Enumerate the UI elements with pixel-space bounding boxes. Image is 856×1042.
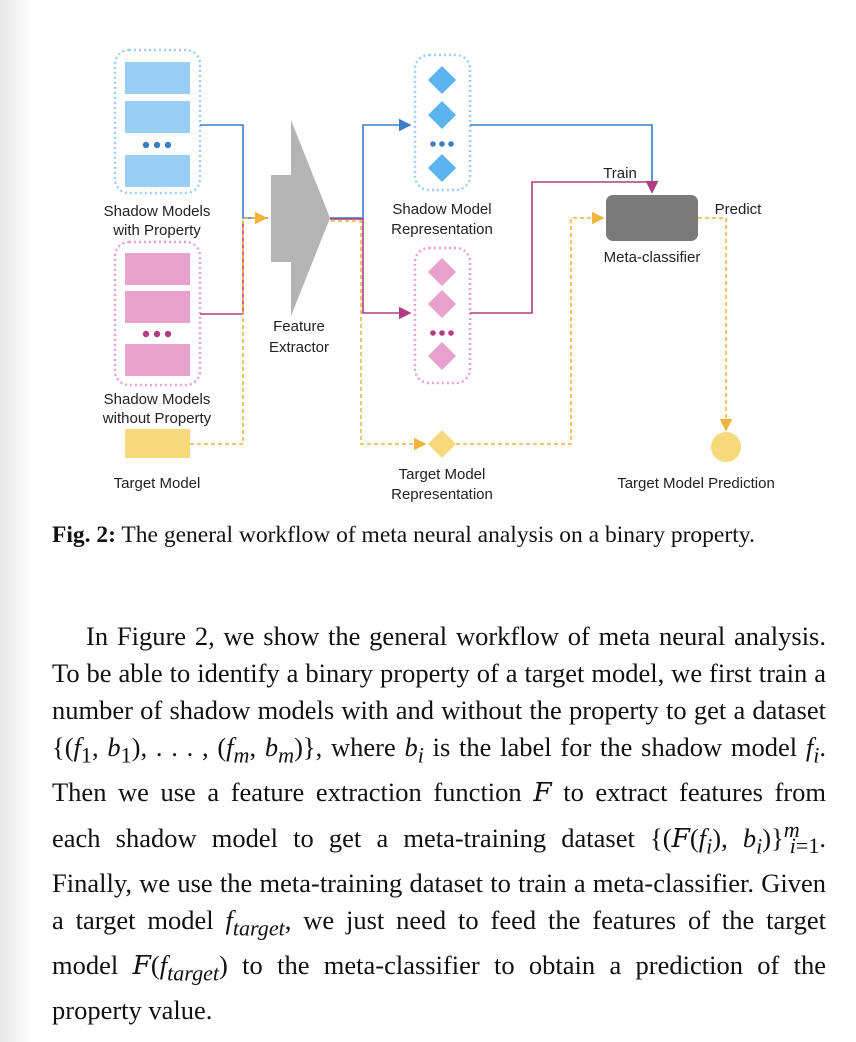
shadow-models-without-property xyxy=(113,240,202,387)
paragraph-segment-5: to extract features from each shadow mod… xyxy=(52,776,826,853)
label-meta-classifier: Meta-classifier xyxy=(604,249,701,266)
paragraph-segment-7: , we just need to feed the features of t… xyxy=(52,904,826,980)
line-target-to-extractor xyxy=(190,211,268,445)
workflow-figure: Shadow Models with Property Shadow Model… xyxy=(0,0,856,512)
label-shadow-without-2: without Property xyxy=(102,410,212,427)
target-prediction-circle xyxy=(711,432,741,462)
body-paragraph: In Figure 2, we show the general workflo… xyxy=(52,621,827,1026)
line-shadow-repr-to-meta-blue xyxy=(470,124,659,194)
line-extractor-to-target-repr xyxy=(331,220,427,451)
shadow-repr-with-property xyxy=(413,53,472,192)
label-shadow-with-2: with Property xyxy=(112,222,201,239)
label-shadow-with-1: Shadow Models xyxy=(104,203,211,220)
paragraph-segment-1: In Figure 2, we show the general workflo… xyxy=(52,621,826,725)
meta-classifier-box xyxy=(606,195,698,241)
caption-label: Fig. 2: xyxy=(52,522,116,548)
workflow-diagram: Shadow Models with Property Shadow Model… xyxy=(102,48,775,503)
label-shadow-without-1: Shadow Models xyxy=(104,391,211,408)
paragraph-segment-3: is the label for the shadow model xyxy=(423,731,806,762)
page-edge xyxy=(0,0,30,1042)
paragraph-segment-4: . Then we use a feature extraction funct… xyxy=(52,731,826,807)
label-feature-extractor-2: Extractor xyxy=(269,339,329,356)
label-shadow-repr-1: Shadow Model xyxy=(392,201,491,218)
line-meta-to-prediction xyxy=(698,217,733,432)
paragraph-segment-6: . Finally, we use the meta-training data… xyxy=(52,822,827,935)
caption-text: The general workflow of meta neural anal… xyxy=(121,522,755,548)
label-train: Train xyxy=(603,165,637,182)
target-repr-diamond xyxy=(428,430,456,458)
line-target-repr-to-meta xyxy=(456,211,605,445)
label-feature-extractor-1: Feature xyxy=(273,318,325,335)
label-predict: Predict xyxy=(715,201,763,218)
shadow-models-with-property xyxy=(113,48,202,195)
shadow-repr-without-property xyxy=(413,246,472,385)
paragraph-segment-8: to the meta-classifier to obtain a predi… xyxy=(52,949,826,1026)
line-shadow-without-to-extractor xyxy=(200,222,244,315)
label-target-model: Target Model xyxy=(114,475,201,492)
line-extractor-to-shadow-repr-blue xyxy=(330,118,412,219)
label-shadow-repr-2: Representation xyxy=(391,221,493,238)
feature-extractor-shape xyxy=(271,120,330,316)
label-target-repr-2: Representation xyxy=(391,486,493,503)
line-extractor-to-shadow-repr-pink xyxy=(330,218,412,320)
label-target-prediction: Target Model Prediction xyxy=(617,475,775,492)
figure-caption: Fig. 2: The general workflow of meta neu… xyxy=(52,520,826,551)
line-shadow-repr-to-meta-pink xyxy=(470,180,659,314)
label-target-repr-1: Target Model xyxy=(399,466,486,483)
paragraph-segment-2: , where xyxy=(315,731,405,762)
target-model-box xyxy=(125,429,190,458)
